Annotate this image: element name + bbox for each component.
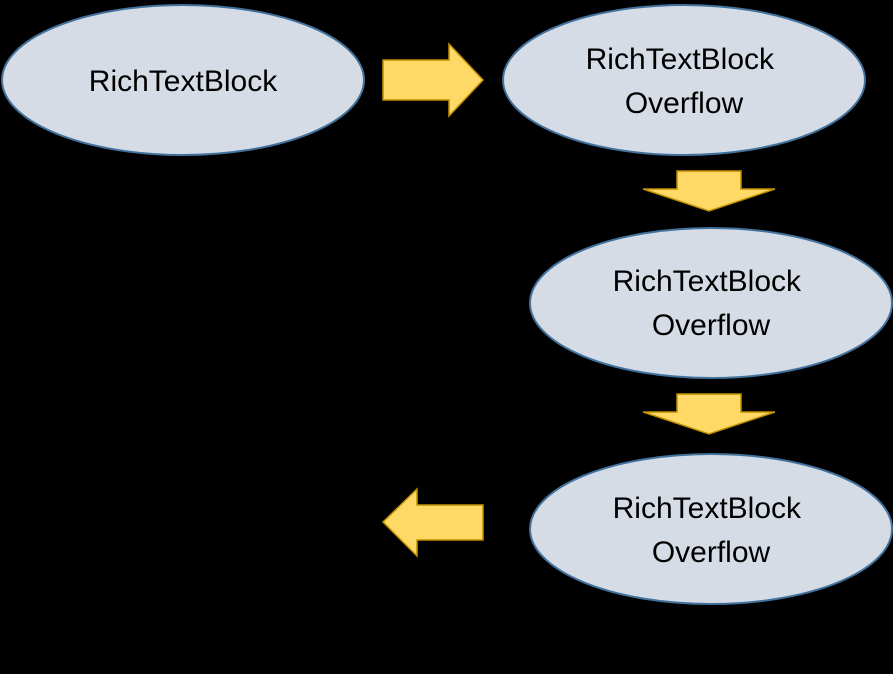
node-label: RichTextBlock Overflow xyxy=(613,492,810,569)
node-label: RichTextBlock Overflow xyxy=(613,265,810,342)
node-richtextblock-overflow-1: RichTextBlock Overflow xyxy=(502,4,866,156)
node-label-line: Overflow xyxy=(652,309,771,342)
node-ellipse xyxy=(1,4,365,156)
node-label-line: RichTextBlock xyxy=(613,492,802,525)
node-label-line: RichTextBlock xyxy=(613,265,802,298)
node-richtextblock-overflow-3: RichTextBlock Overflow xyxy=(529,453,893,605)
node-label-line: Overflow xyxy=(625,87,744,120)
node-label-line: Overflow xyxy=(652,536,771,569)
arrow-right-icon xyxy=(382,42,485,118)
node-label-line: RichTextBlock xyxy=(586,43,775,76)
node-label: RichTextBlock Overflow xyxy=(586,43,783,120)
node-ellipse xyxy=(502,4,866,156)
arrow-left-icon xyxy=(381,487,484,558)
node-ellipse xyxy=(529,453,893,605)
node-label-line: RichTextBlock xyxy=(89,65,278,98)
node-label: RichTextBlock xyxy=(89,65,278,98)
arrow-down-icon xyxy=(642,393,776,435)
node-richtextblock: RichTextBlock xyxy=(1,4,365,156)
node-ellipse xyxy=(529,227,893,379)
node-richtextblock-overflow-2: RichTextBlock Overflow xyxy=(529,227,893,379)
arrow-down-icon xyxy=(642,170,776,212)
